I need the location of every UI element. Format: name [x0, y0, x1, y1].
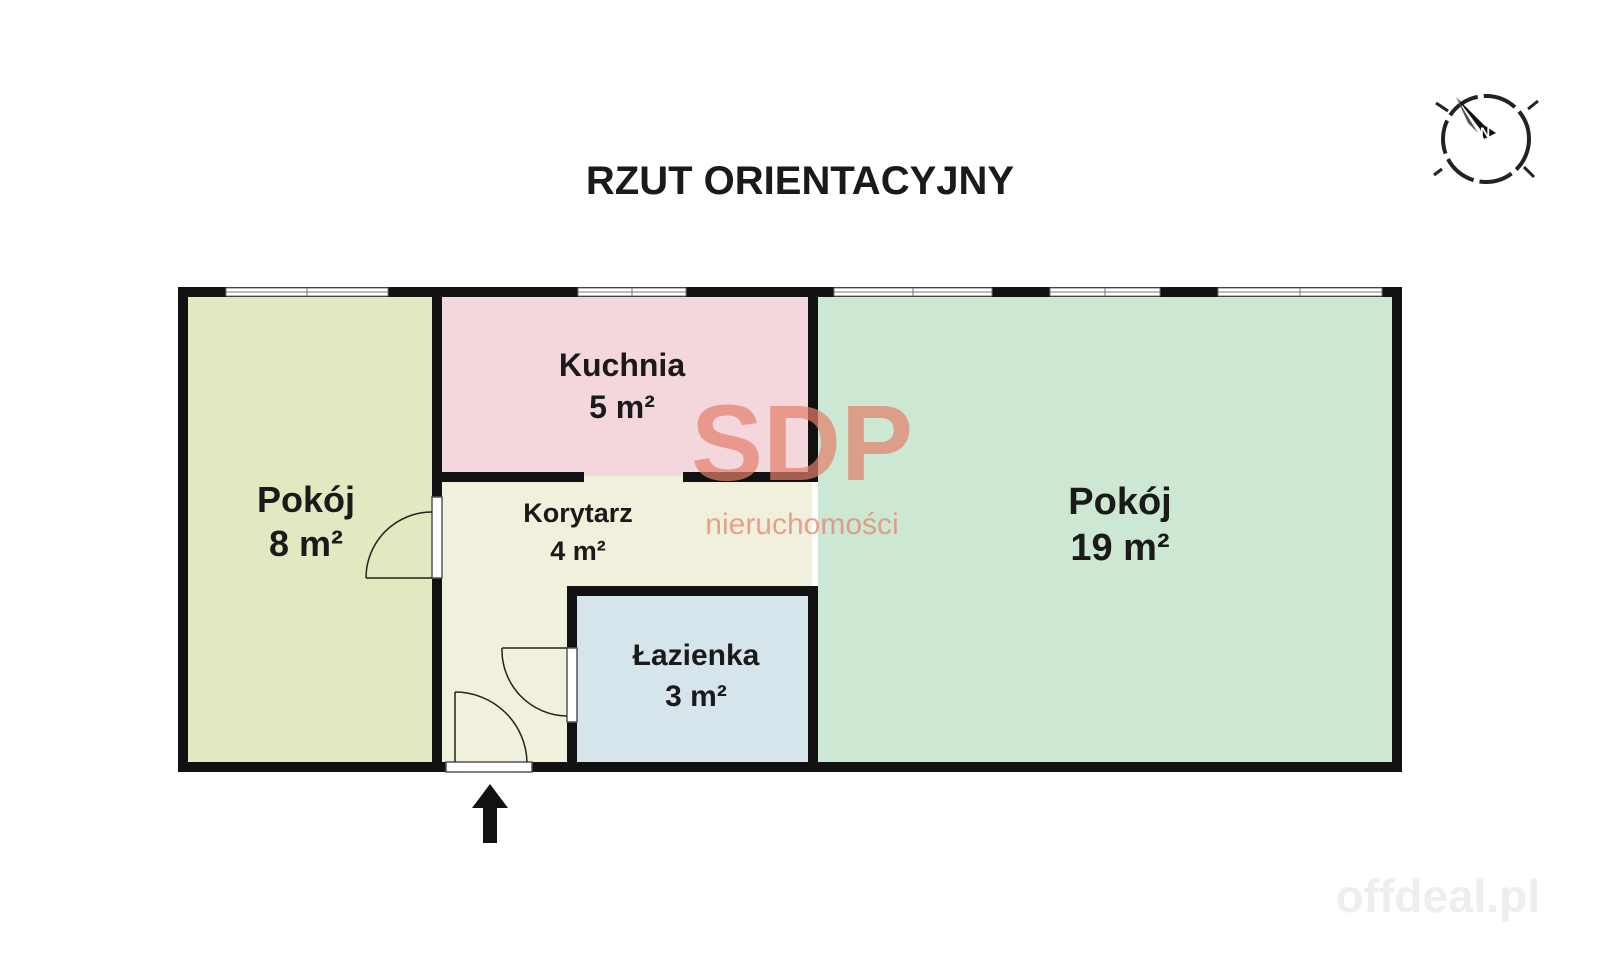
watermark: SDP nieruchomości — [691, 382, 913, 541]
window — [1217, 287, 1383, 297]
corner-watermark: offdeal.pl — [1336, 870, 1540, 922]
room-fill-lazienka — [577, 596, 817, 762]
doors — [365, 496, 578, 773]
entrance-arrow-icon — [472, 784, 508, 843]
plan-title: RZUT ORIENTACYJNY — [586, 159, 1014, 203]
room-area: 19 m² — [1070, 527, 1169, 569]
window — [1049, 287, 1161, 297]
room-label-kuchnia: Kuchnia 5 m² — [559, 347, 685, 425]
window — [577, 287, 687, 297]
svg-text:N: N — [1480, 124, 1490, 140]
room-fill-pokoj-small — [186, 297, 432, 762]
room-name: Korytarz — [523, 498, 633, 528]
room-name: Pokój — [1068, 481, 1171, 523]
watermark-subtitle: nieruchomości — [705, 508, 898, 541]
room-label-korytarz: Korytarz 4 m² — [523, 498, 633, 566]
room-label-pokoj-small: Pokój 8 m² — [257, 479, 355, 564]
room-fill-kuchnia — [442, 297, 808, 476]
watermark-logo: SDP — [691, 382, 913, 503]
door-entrance — [445, 691, 533, 773]
window — [225, 287, 389, 297]
room-area: 4 m² — [550, 536, 606, 566]
door-lazienka — [501, 647, 578, 723]
room-name: Pokój — [257, 479, 355, 520]
room-fill-pokoj-large — [818, 297, 1394, 762]
window — [833, 287, 993, 297]
room-area: 8 m² — [269, 523, 343, 564]
room-area: 3 m² — [665, 680, 727, 713]
room-name: Kuchnia — [559, 347, 685, 383]
room-area: 5 m² — [589, 389, 655, 425]
windows — [225, 287, 1383, 297]
walls — [178, 287, 1402, 772]
door-pokoj-small — [365, 496, 443, 579]
room-label-pokoj-large: Pokój 19 m² — [1068, 481, 1171, 569]
room-name: Łazienka — [633, 639, 760, 672]
compass-icon: N — [1433, 94, 1539, 184]
room-label-lazienka: Łazienka 3 m² — [633, 639, 760, 713]
